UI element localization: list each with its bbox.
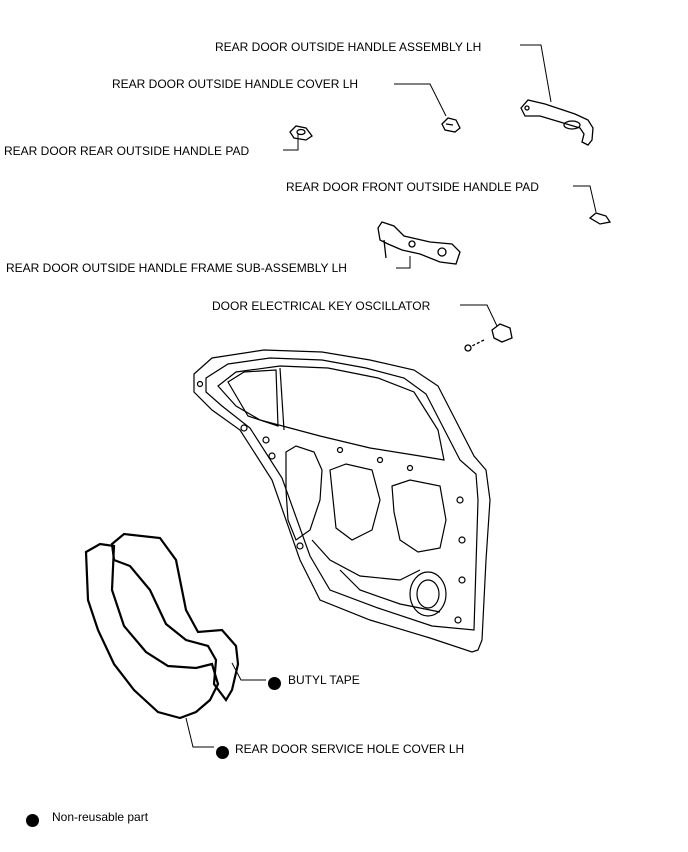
leader-front-pad [573, 185, 597, 213]
label-outside-handle-assembly: REAR DOOR OUTSIDE HANDLE ASSEMBLY LH [215, 40, 482, 54]
label-rear-outside-handle-pad: REAR DOOR REAR OUTSIDE HANDLE PAD [4, 144, 250, 158]
service-hole-cover-icon [84, 532, 240, 720]
outside-handle-assembly-icon [520, 99, 594, 146]
label-service-hole-cover: REAR DOOR SERVICE HOLE COVER LH [235, 742, 465, 756]
label-butyl-tape: BUTYL TAPE [288, 673, 360, 687]
leader-service-cover [185, 717, 214, 748]
rear-door-panel-icon [193, 349, 491, 653]
legend-non-reusable-label: Non-reusable part [52, 810, 149, 824]
legend-non-reusable-icon [26, 814, 39, 827]
leader-rear-pad [283, 134, 299, 151]
front-outside-handle-pad-icon [588, 212, 612, 225]
leader-handle-cover [394, 83, 447, 117]
label-front-outside-handle-pad: REAR DOOR FRONT OUTSIDE HANDLE PAD [286, 180, 539, 194]
non-reusable-marker-icon [216, 746, 229, 759]
leader-oscillator [460, 304, 498, 327]
leader-handle-assembly [520, 44, 552, 103]
leader-butyl [231, 662, 266, 681]
label-handle-frame-sub-assembly: REAR DOOR OUTSIDE HANDLE FRAME SUB-ASSEM… [6, 261, 347, 275]
non-reusable-marker-icon [268, 677, 281, 690]
label-key-oscillator: DOOR ELECTRICAL KEY OSCILLATOR [212, 299, 431, 313]
label-outside-handle-cover: REAR DOOR OUTSIDE HANDLE COVER LH [112, 77, 359, 91]
key-oscillator-icon [464, 323, 513, 352]
handle-frame-icon [377, 221, 461, 265]
outside-handle-cover-icon [441, 117, 461, 133]
rear-outside-handle-pad-icon [289, 125, 313, 141]
leader-frame [396, 256, 411, 269]
